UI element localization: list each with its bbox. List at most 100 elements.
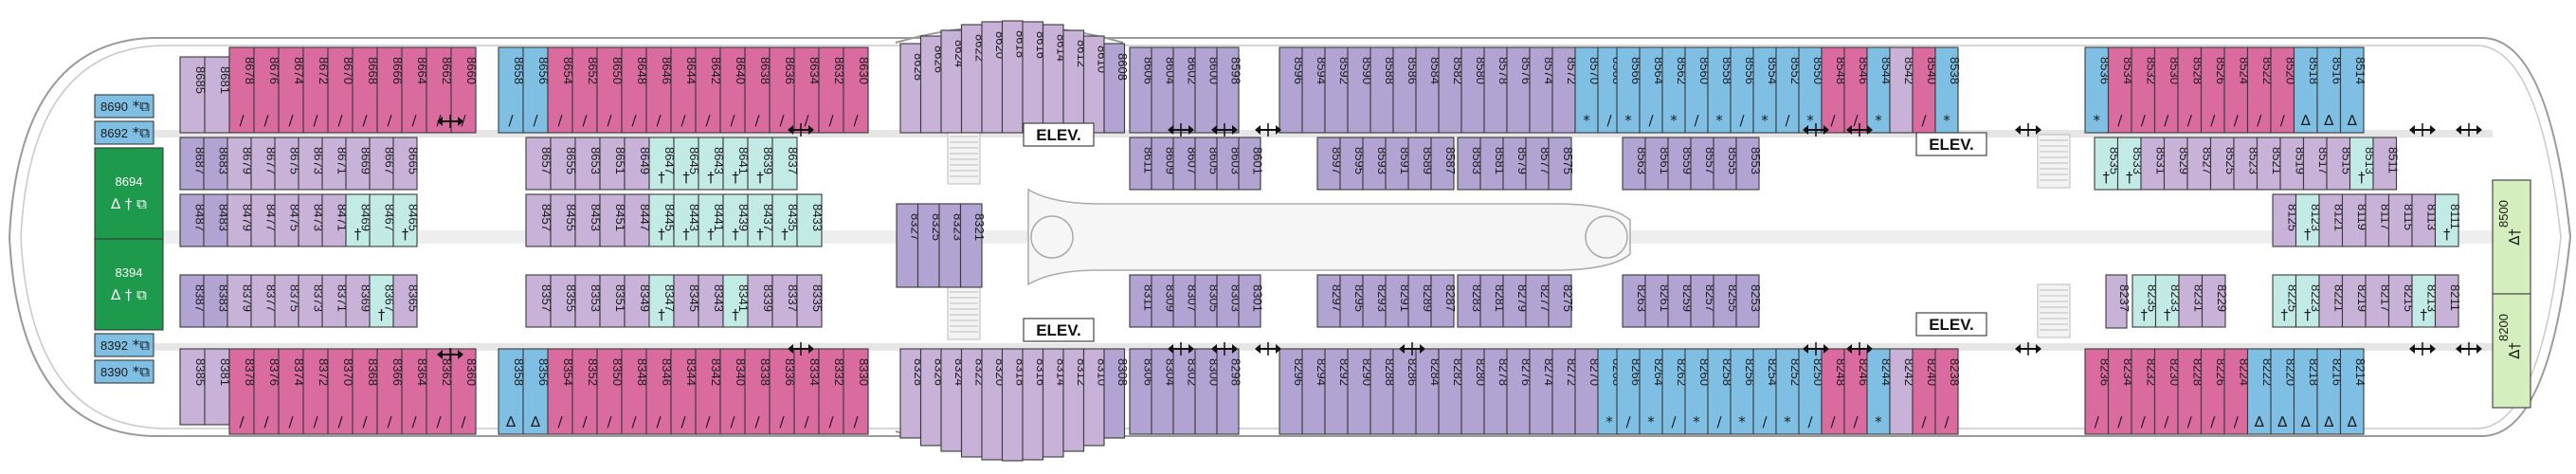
cabin-8640[interactable]: 8640∕	[719, 46, 748, 134]
cabin-8607[interactable]: 8607	[1172, 137, 1200, 191]
cabin-8650[interactable]: 8650∕	[596, 46, 625, 134]
cabin-8263[interactable]: 8263	[1622, 274, 1649, 328]
cabin-8469[interactable]: 8469†	[345, 193, 373, 247]
cabin-8358[interactable]: 8358∆	[498, 348, 526, 435]
cabin-8639[interactable]: 8639†	[747, 137, 775, 191]
cabin-8343[interactable]: 8343	[698, 274, 726, 328]
cabin-8598[interactable]: 8598	[1216, 46, 1243, 134]
cabin-8123[interactable]: 8123†	[2295, 193, 2323, 247]
cabin-8570[interactable]: 8570*	[1574, 46, 1602, 134]
cabin-8338[interactable]: 8338∕	[744, 348, 772, 435]
cabin-8660[interactable]: 8660∕	[450, 46, 479, 134]
cabin-8679[interactable]: 8679	[227, 137, 255, 191]
cabin-8677[interactable]: 8677	[250, 137, 279, 191]
cabin-8290[interactable]: 8290	[1347, 348, 1374, 435]
suite-8500[interactable]: 8500∆†	[2492, 179, 2531, 295]
cabin-8443[interactable]: 8443†	[673, 193, 701, 247]
cabin-8435[interactable]: 8435†	[771, 193, 800, 247]
cabin-8374[interactable]: 8374∕	[278, 348, 306, 435]
cabin-8687[interactable]: 8687	[179, 137, 208, 191]
cabin-8350[interactable]: 8350∕	[596, 348, 625, 435]
cabin-8576[interactable]: 8576	[1506, 46, 1533, 134]
cabin-8352[interactable]: 8352∕	[571, 348, 600, 435]
cabin-8653[interactable]: 8653	[574, 137, 603, 191]
cabin-8379[interactable]: 8379	[227, 274, 255, 328]
cabin-8356[interactable]: 8356∆	[522, 348, 551, 435]
cabin-8441[interactable]: 8441†	[698, 193, 726, 247]
cabin-8674[interactable]: 8674∕	[278, 46, 306, 134]
cabin-8222[interactable]: 8222∆	[2246, 348, 2275, 435]
cabin-8347[interactable]: 8347†	[648, 274, 677, 328]
cabin-8672[interactable]: 8672∕	[302, 46, 331, 134]
cabin-8451[interactable]: 8451	[599, 193, 627, 247]
cabin-8378[interactable]: 8378∕	[228, 348, 257, 435]
cabin-8652[interactable]: 8652∕	[571, 46, 600, 134]
cabin-8357[interactable]: 8357	[525, 274, 553, 328]
cabin-8370[interactable]: 8370∕	[327, 348, 355, 435]
cabin-8237[interactable]: 8237	[2105, 274, 2132, 329]
cabin-8284[interactable]: 8284	[1415, 348, 1442, 435]
cabin-8229[interactable]: 8229	[2201, 274, 2229, 328]
cabin-8648[interactable]: 8648∕	[621, 46, 649, 134]
cabin-8291[interactable]: 8291	[1385, 274, 1412, 328]
cabin-8375[interactable]: 8375	[274, 274, 302, 328]
cabin-8262[interactable]: 8262∕	[1661, 348, 1689, 435]
cabin-8671[interactable]: 8671	[321, 137, 350, 191]
cabin-8360[interactable]: 8360∕	[450, 348, 479, 435]
cabin-8654[interactable]: 8654∕	[547, 46, 575, 134]
cabin-8339[interactable]: 8339	[747, 274, 775, 328]
suite-8694[interactable]: 8694∆ † ⧉	[94, 147, 164, 240]
cabin-8369[interactable]: 8369	[345, 274, 373, 328]
cabin-8296[interactable]: 8296	[1279, 348, 1306, 435]
cabin-8211[interactable]: 8211	[2434, 274, 2462, 328]
suite-8390[interactable]: 8390*⧉	[94, 359, 154, 384]
cabin-8278[interactable]: 8278	[1483, 348, 1511, 435]
cabin-8376[interactable]: 8376∕	[253, 348, 281, 435]
cabin-8445[interactable]: 8445†	[648, 193, 677, 247]
cabin-8345[interactable]: 8345	[673, 274, 701, 328]
cabin-8351[interactable]: 8351	[599, 274, 627, 328]
cabin-8371[interactable]: 8371	[321, 274, 350, 328]
cabin-8553[interactable]: 8553	[1735, 137, 1763, 191]
cabin-8676[interactable]: 8676∕	[253, 46, 281, 134]
cabin-8636[interactable]: 8636∕	[769, 46, 797, 134]
cabin-8651[interactable]: 8651	[599, 137, 627, 191]
cabin-8300[interactable]: 8300	[1194, 348, 1222, 435]
cabin-8439[interactable]: 8439†	[722, 193, 751, 247]
cabin-8223[interactable]: 8223†	[2295, 274, 2323, 328]
cabin-8467[interactable]: 8467	[369, 193, 397, 247]
cabin-8683[interactable]: 8683	[203, 137, 231, 191]
cabin-8346[interactable]: 8346∕	[645, 348, 674, 435]
cabin-8383[interactable]: 8383	[203, 274, 231, 328]
cabin-8270[interactable]: 8270	[1574, 348, 1602, 435]
cabin-8471[interactable]: 8471	[321, 193, 350, 247]
cabin-8457[interactable]: 8457	[525, 193, 553, 247]
cabin-8337[interactable]: 8337	[771, 274, 800, 328]
cabin-8298[interactable]: 8298	[1216, 348, 1243, 435]
cabin-8287[interactable]: 8287	[1430, 274, 1458, 328]
cabin-8365[interactable]: 8365	[392, 274, 421, 328]
cabin-8589[interactable]: 8589	[1407, 137, 1435, 191]
cabin-8669[interactable]: 8669	[345, 137, 373, 191]
cabin-8552[interactable]: 8552∕	[1775, 46, 1803, 134]
cabin-8662[interactable]: 8662∕	[426, 46, 454, 134]
cabin-8479[interactable]: 8479	[227, 193, 255, 247]
cabin-8387[interactable]: 8387	[179, 274, 208, 328]
suite-8692[interactable]: 8692*⧉	[94, 120, 154, 145]
cabin-8301[interactable]: 8301	[1238, 274, 1265, 328]
cabin-8528[interactable]: 8528∕	[2177, 46, 2204, 134]
cabin-8275[interactable]: 8275	[1548, 274, 1575, 328]
cabin-8657[interactable]: 8657	[525, 137, 553, 191]
cabin-8583[interactable]: 8583	[1457, 137, 1484, 191]
cabin-8321[interactable]: 8321	[959, 203, 987, 288]
cabin-8254[interactable]: 8254∕	[1752, 348, 1780, 435]
cabin-8381[interactable]: 8381	[204, 348, 232, 426]
cabin-8224[interactable]: 8224∕	[2223, 348, 2251, 435]
cabin-8575[interactable]: 8575	[1548, 137, 1575, 191]
cabin-8349[interactable]: 8349	[624, 274, 652, 328]
suite-8200[interactable]: 8200∆†	[2492, 293, 2531, 409]
cabin-8330[interactable]: 8330∕	[843, 348, 871, 435]
cabin-8437[interactable]: 8437†	[747, 193, 775, 247]
cabin-8289[interactable]: 8289	[1407, 274, 1435, 328]
cabin-8538[interactable]: 8538*	[1934, 46, 1962, 134]
